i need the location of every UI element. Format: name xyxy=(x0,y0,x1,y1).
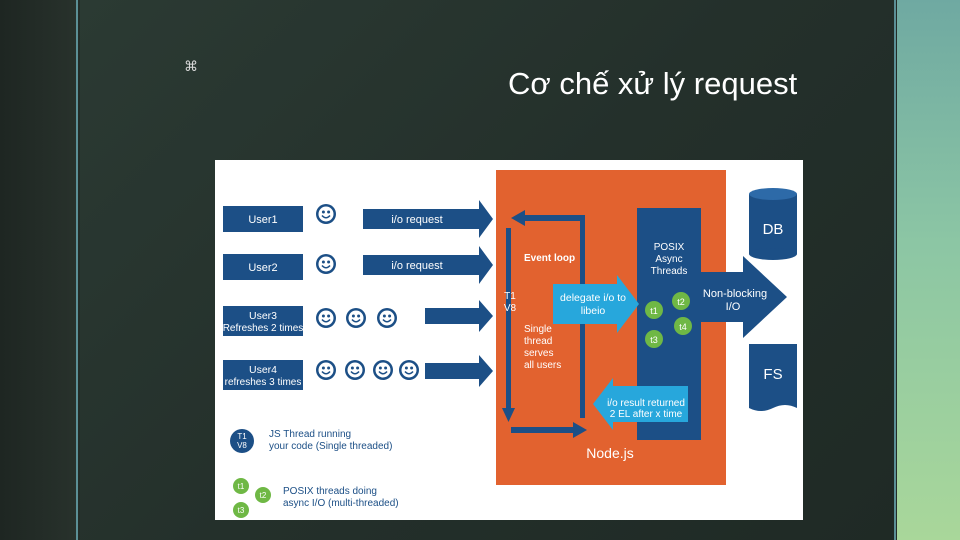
fs-document-icon xyxy=(749,344,797,411)
user-smiley-icon xyxy=(315,253,337,275)
request-arrow-2 xyxy=(363,246,493,284)
right-divider xyxy=(894,0,896,540)
user2-box xyxy=(223,254,303,280)
posix-thread-t4-label: t4 xyxy=(679,322,687,332)
user4-box xyxy=(223,360,303,390)
slide-title: Cơ chế xử lý request xyxy=(508,66,798,101)
result-label: 2 EL after x time xyxy=(610,409,683,420)
user-smiley-icon xyxy=(372,359,394,381)
delegate-label: delegate i/o to xyxy=(560,292,626,304)
user3-label: User3 xyxy=(249,310,277,322)
db-cylinder-icon xyxy=(749,188,797,260)
legend-thread-t2 xyxy=(255,487,271,503)
posix-thread-t3-label: t3 xyxy=(650,335,658,345)
single-thread-label: Single xyxy=(524,324,552,335)
left-panel xyxy=(0,0,78,540)
request-arrow-1 xyxy=(363,200,493,238)
loop-left-bar xyxy=(506,228,511,408)
user-smiley-icon xyxy=(398,359,420,381)
non-blocking-label: Non-blocking xyxy=(703,288,767,300)
result-label: i/o result returned xyxy=(607,398,685,409)
posix-label: Async xyxy=(655,254,682,265)
io-request-label-2: i/o request xyxy=(391,260,442,272)
single-thread-label: all users xyxy=(524,360,561,371)
right-decoration xyxy=(897,0,960,540)
z-logo-icon: ⌘ xyxy=(184,58,198,74)
loop-left-arrowhead xyxy=(502,408,515,422)
non-blocking-arrow xyxy=(701,256,787,338)
posix-thread-t1 xyxy=(645,301,663,319)
user-smiley-icon xyxy=(315,203,337,225)
non-blocking-label: I/O xyxy=(726,301,741,313)
user1-label: User1 xyxy=(248,214,277,226)
thread-v8-label: V8 xyxy=(504,303,517,314)
user4-sublabel: refreshes 3 times xyxy=(225,377,302,388)
posix-thread-t1-label: t1 xyxy=(650,306,658,316)
io-request-label-1: i/o request xyxy=(391,214,442,226)
user4-label: User4 xyxy=(249,364,277,376)
delegate-arrow xyxy=(553,275,639,333)
user3-sublabel: Refreshes 2 times xyxy=(223,323,304,334)
legend-v8-label: V8 xyxy=(237,441,247,450)
legend-posix-text: async I/O (multi-threaded) xyxy=(283,498,399,509)
user-smiley-icon xyxy=(315,307,337,329)
loop-top-arrow xyxy=(511,210,585,226)
fs-label: FS xyxy=(763,366,782,383)
posix-thread-t4 xyxy=(674,317,692,335)
single-thread-label: serves xyxy=(524,348,553,359)
user-smiley-icon xyxy=(344,359,366,381)
legend-thread-t3 xyxy=(233,502,249,518)
event-loop-label: Event loop xyxy=(524,253,575,264)
user3-box xyxy=(223,306,303,336)
user-smiley-icon xyxy=(376,307,398,329)
result-arrow xyxy=(593,378,688,430)
left-divider xyxy=(76,0,78,540)
db-label: DB xyxy=(763,221,784,238)
posix-thread-t2 xyxy=(672,292,690,310)
legend-t1-label: T1 xyxy=(237,432,247,441)
legend-js-text: JS Thread running xyxy=(269,429,351,440)
legend-js-thread-icon xyxy=(230,429,254,453)
posix-label: POSIX xyxy=(654,242,685,253)
loop-bottom-arrow xyxy=(511,422,587,438)
request-arrow-4 xyxy=(425,355,493,387)
thread-t1-label: T1 xyxy=(504,291,516,302)
user-smiley-icon xyxy=(345,307,367,329)
legend-posix-text: POSIX threads doing xyxy=(283,486,377,497)
single-thread-label: thread xyxy=(524,336,552,347)
nodejs-label: Node.js xyxy=(586,445,633,461)
legend-thread-t3-label: t3 xyxy=(238,506,245,515)
legend-thread-t2-label: t2 xyxy=(260,491,267,500)
posix-thread-t2-label: t2 xyxy=(677,297,685,307)
posix-label: Threads xyxy=(651,266,688,277)
user1-box xyxy=(223,206,303,232)
delegate-label: libeio xyxy=(581,305,606,317)
user2-label: User2 xyxy=(248,262,277,274)
legend-js-text: your code (Single threaded) xyxy=(269,441,392,452)
posix-thread-t3 xyxy=(645,330,663,348)
nodejs-diagram: User1 User2 User3 Refreshes 2 times User… xyxy=(215,160,803,520)
user-smiley-icon xyxy=(315,359,337,381)
request-arrow-3 xyxy=(425,300,493,332)
legend-thread-t1 xyxy=(233,478,249,494)
legend-thread-t1-label: t1 xyxy=(238,482,245,491)
